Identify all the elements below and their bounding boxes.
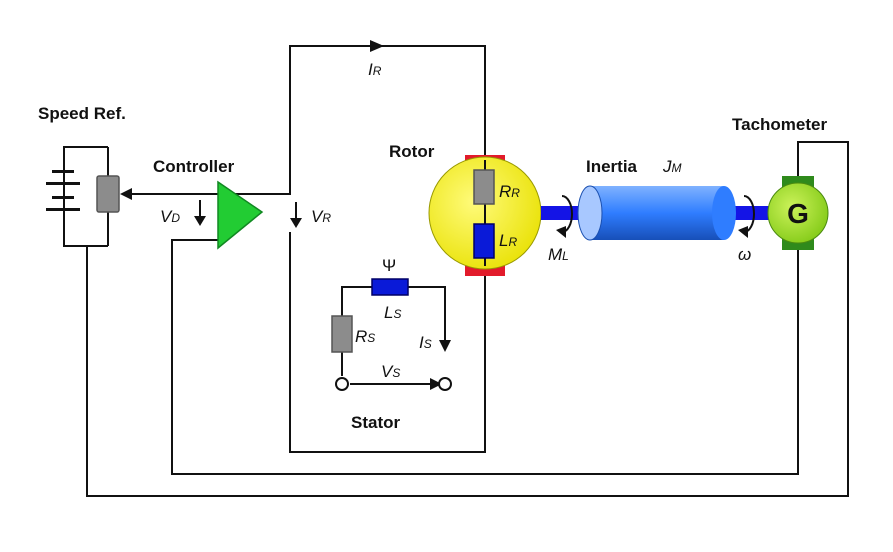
inertia-cylinder	[577, 185, 736, 241]
vr-arrow	[290, 202, 302, 228]
omega-rotation-arrow	[738, 195, 755, 238]
tacho-g-label: G	[787, 198, 809, 229]
stator-terminal-left	[335, 377, 349, 391]
rotor-inductor	[473, 223, 495, 259]
rotor-resistor	[473, 169, 495, 205]
ls-symbol: LS	[384, 303, 401, 322]
vd-arrow	[194, 200, 206, 226]
ir-symbol: IR	[368, 60, 382, 79]
vd-symbol: VD	[160, 207, 180, 226]
vs-arrow	[350, 378, 442, 390]
stator-label: Stator	[351, 413, 401, 432]
wiring	[63, 45, 849, 497]
wire-tacho-feedback	[171, 236, 799, 475]
ml-symbol: ML	[548, 245, 569, 264]
inertia-label: Inertia	[586, 157, 638, 176]
wire-outer-loop	[86, 141, 849, 497]
tachometer-label: Tachometer	[732, 115, 827, 134]
ml-torque-arrow	[556, 195, 573, 238]
stator-terminal-right	[438, 377, 452, 391]
psi-symbol: Ψ	[382, 256, 396, 275]
is-symbol: IS	[419, 333, 432, 352]
stator-resistor	[331, 315, 353, 353]
rs-symbol: RS	[355, 327, 375, 346]
vr-symbol: VR	[311, 207, 331, 226]
battery-symbol	[46, 170, 80, 211]
controller-amplifier	[217, 180, 264, 250]
tacho-generator	[767, 182, 829, 244]
ir-arrow	[370, 40, 384, 52]
omega-symbol: ω	[738, 245, 751, 264]
vs-symbol: VS	[381, 362, 400, 381]
stator-inductor	[371, 278, 409, 296]
speed-ref-label: Speed Ref.	[38, 104, 126, 123]
wire-ir-loop	[262, 45, 486, 195]
is-arrow	[439, 340, 451, 352]
controller-output-arrow	[120, 188, 132, 200]
lr-symbol: LR	[499, 231, 517, 250]
wire-rotor-return	[289, 232, 486, 453]
rotor-label: Rotor	[389, 142, 435, 161]
controller-label: Controller	[153, 157, 235, 176]
speedref-resistor	[96, 175, 120, 213]
rr-symbol: RR	[499, 182, 520, 201]
jm-symbol: JM	[662, 157, 682, 176]
